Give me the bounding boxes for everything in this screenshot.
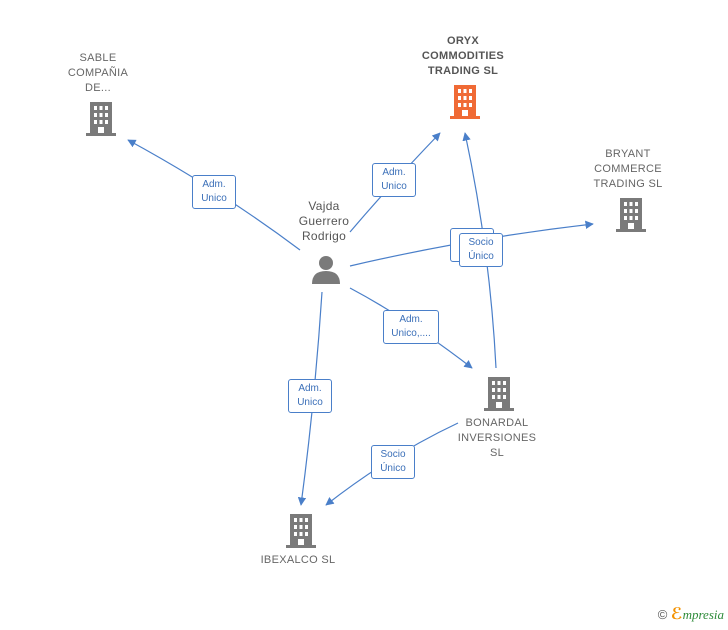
edge-label-bonardal-oryx[interactable]: Socio Único [459,233,503,267]
empresia-logo-icon: ℰ [670,606,683,623]
footer-brand[interactable]: © ℰmpresia [658,604,724,624]
edge-label-person-oryx[interactable]: Adm. Unico [372,163,416,197]
node-sable-label[interactable]: SABLE COMPAÑIA DE... [67,52,129,94]
edge-label-person-ibexalco[interactable]: Adm. Unico [288,379,332,413]
person-icon [312,256,340,284]
building-icon [86,102,116,136]
node-bonardal-label[interactable]: BONARDAL INVERSIONES SL [457,417,537,459]
building-icon-main [450,85,480,119]
brand-text: mpresia [682,607,724,622]
node-person-label[interactable]: Vajda Guerrero Rodrigo [298,199,350,243]
building-icon [616,198,646,232]
building-icon [484,377,514,411]
node-bryant-label[interactable]: BRYANT COMMERCE TRADING SL [593,148,663,190]
node-ibexalco-label[interactable]: IBEXALCO SL [260,554,336,566]
edge-label-person-sable[interactable]: Adm. Unico [192,175,236,209]
node-oryx-label[interactable]: ORYX COMMODITIES TRADING SL [421,35,505,77]
building-icon [286,514,316,548]
copyright-icon: © [657,607,668,622]
edge-label-bonardal-ibexalco[interactable]: Socio Único [371,445,415,479]
edge-label-person-bonardal[interactable]: Adm. Unico,.... [383,310,439,344]
